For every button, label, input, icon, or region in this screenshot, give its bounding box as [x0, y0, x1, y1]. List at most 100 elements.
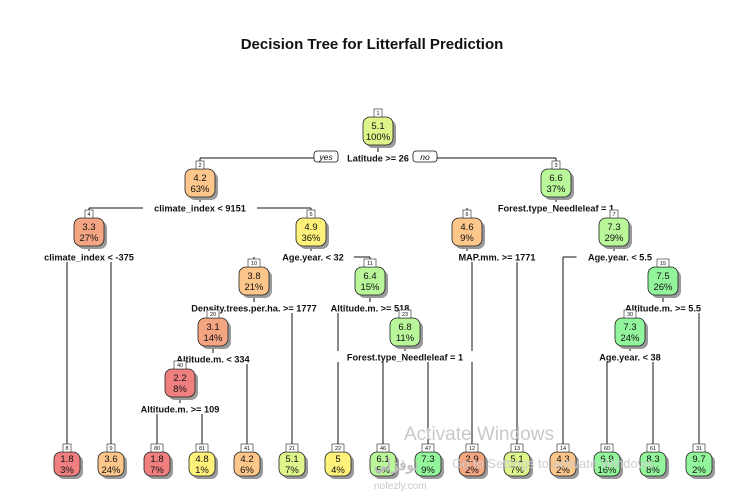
node-value: 2.2: [173, 373, 186, 384]
node-value: 6.4: [363, 271, 376, 282]
split-label-bg: [32, 251, 146, 262]
node-5: 54.936%: [295, 209, 329, 249]
leaf-31: 31 9.72%: [685, 443, 715, 479]
node-number: 15: [660, 261, 666, 267]
node-percent: 8%: [173, 384, 187, 395]
node-number-tab: [623, 309, 637, 319]
node-number-tab: [363, 258, 377, 268]
node-number: 21: [289, 446, 295, 452]
node-value: 7.3: [607, 222, 620, 233]
node-number-tab: [398, 309, 412, 319]
split-label-s11: Altitude.m. >= 518: [331, 304, 410, 314]
node-number: 31: [696, 446, 702, 452]
node-number-tab: [421, 443, 435, 453]
node-percent: 6%: [240, 465, 254, 476]
node-value: 5.1: [510, 454, 523, 465]
node-percent: 16%: [597, 465, 617, 476]
node-percent: 24%: [620, 333, 640, 344]
node-number-tab: [150, 443, 164, 453]
node-2: 24.263%: [184, 160, 218, 200]
node-20: 203.114%: [197, 309, 231, 349]
split-label-s20: Altitude.m. < 334: [176, 355, 250, 365]
yes-branch-tag-box: [313, 150, 339, 163]
node-number: 4: [87, 212, 90, 218]
node-number-tab: [195, 160, 205, 170]
node-number: 13: [514, 446, 520, 452]
node-number: 1: [376, 111, 379, 117]
node-4: 43.327%: [73, 209, 107, 249]
node-value: 3.1: [206, 322, 219, 333]
split-label-s7: Age.year. < 5.5: [588, 253, 652, 263]
split-label-s1: Latitude >= 26: [347, 154, 409, 164]
node-percent: 15%: [360, 282, 380, 293]
split-label-bg: [482, 202, 630, 213]
split-label-bg: [164, 353, 262, 364]
node-value: 4.3: [556, 454, 569, 465]
node-value: 3.8: [247, 271, 260, 282]
node-value: 5.1: [371, 121, 384, 132]
node-percent: 7%: [150, 465, 164, 476]
node-number: 12: [469, 446, 475, 452]
node-number: 40: [177, 363, 183, 369]
site-logo-watermark: نوفزلي: [374, 457, 419, 474]
leaf-80: 801.87%: [143, 443, 173, 479]
node-number: 81: [199, 446, 205, 452]
split-label-s30: Age.year. < 38: [599, 353, 661, 363]
node-percent: 14%: [203, 333, 223, 344]
node-percent: 26%: [653, 282, 673, 293]
node-number-tab: [656, 258, 670, 268]
node-value: 4.6: [460, 222, 473, 233]
node-number: 80: [154, 446, 160, 452]
node-number: 2: [198, 163, 201, 169]
node-number-tab: [62, 443, 72, 453]
split-label-bg: [143, 202, 257, 213]
node-number: 11: [367, 261, 373, 267]
node-number-tab: [173, 360, 187, 370]
node-number-tab: [609, 209, 619, 219]
node-number-tab: [692, 443, 706, 453]
node-value: 9.7: [692, 454, 705, 465]
node-number: 3: [554, 163, 557, 169]
node-6: 64.69%: [451, 209, 485, 249]
node-11: 11 6.415%: [354, 258, 388, 298]
node-number-tab: [556, 443, 570, 453]
node-percent: 36%: [301, 233, 321, 244]
leaf-81: 814.81%: [188, 443, 218, 479]
node-percent: 37%: [546, 184, 566, 195]
node-percent: 29%: [604, 233, 624, 244]
node-40: 40 2.28%: [164, 360, 198, 400]
node-percent: 2%: [465, 465, 479, 476]
node-number-tab: [376, 443, 390, 453]
node-number: 60: [604, 446, 610, 452]
node-percent: 2%: [692, 465, 706, 476]
node-percent: 7%: [510, 465, 524, 476]
split-label-bg: [611, 302, 715, 313]
node-number-tab: [240, 443, 254, 453]
node-number-tab: [247, 258, 261, 268]
node-number: 9: [109, 446, 112, 452]
node-percent: 8%: [646, 465, 660, 476]
node-number-tab: [106, 443, 116, 453]
node-value: 5.1: [285, 454, 298, 465]
split-label-s23: Forest.type_Needleleaf = 1: [347, 353, 463, 363]
split-label-s5: Age.year. < 32: [282, 253, 344, 263]
node-percent: 9%: [460, 233, 474, 244]
node-value: 7.3: [623, 322, 636, 333]
activate-windows-subtext: Go to Settings to activate Windows.: [452, 456, 658, 471]
node-value: 3.6: [104, 454, 117, 465]
split-label-s6: MAP.mm. >= 1771: [459, 253, 536, 263]
node-percent: 21%: [244, 282, 264, 293]
leaf-60: 606.916%: [593, 443, 623, 479]
split-label-bg: [318, 302, 422, 313]
leaf-9: 93.624%: [97, 443, 127, 479]
split-label-bg: [172, 302, 336, 313]
node-number-tab: [306, 209, 316, 219]
node-number-tab: [600, 443, 614, 453]
split-label-bg: [272, 251, 354, 262]
node-number: 5: [309, 212, 312, 218]
node-value: 6.1: [376, 454, 389, 465]
node-number: 46: [380, 446, 386, 452]
